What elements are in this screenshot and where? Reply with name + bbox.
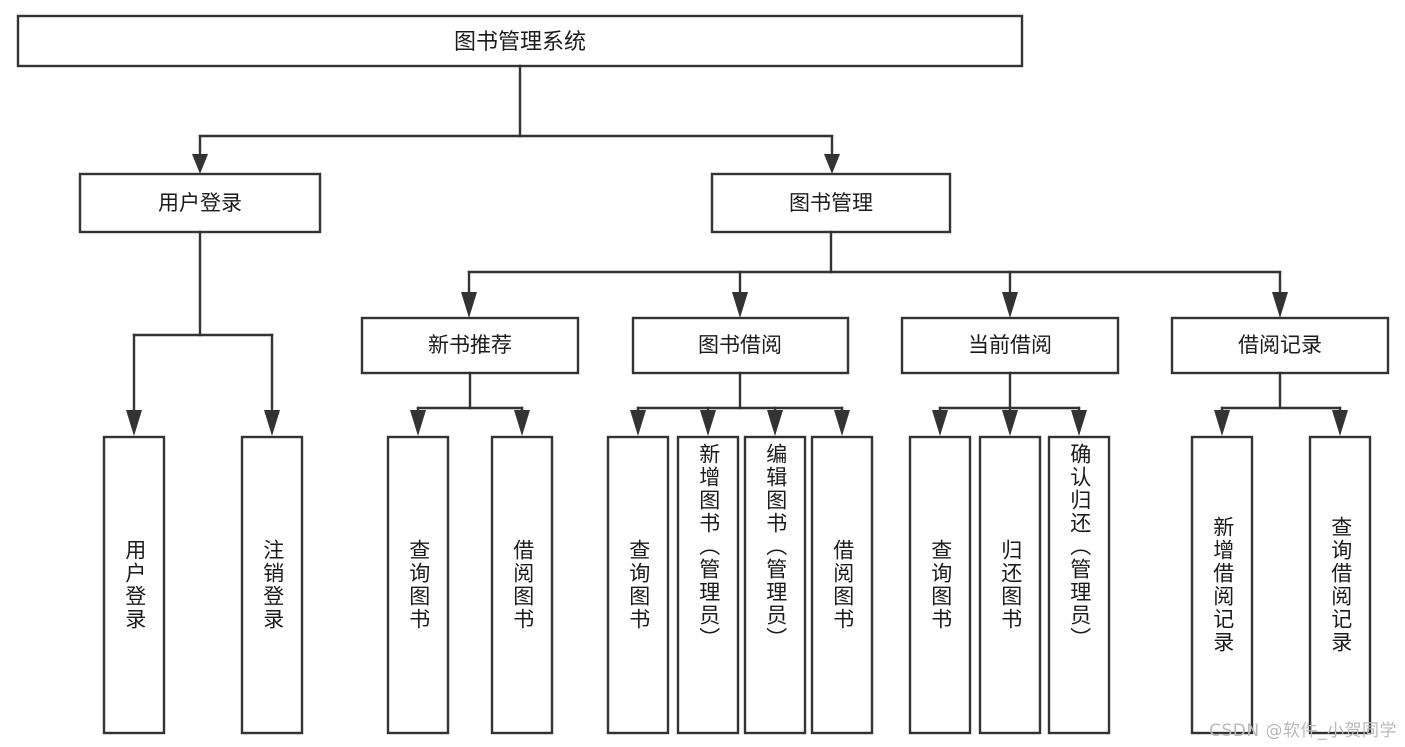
- arrow-head-nb-leaf-2: [514, 410, 530, 436]
- node-book-borrow-label: 图书借阅: [698, 333, 782, 357]
- watermark: CSDN @软件_小贺同学: [1209, 721, 1397, 741]
- connector-user-login-to-leaves: [126, 230, 280, 436]
- leaf-box-cb-confirm-return[interactable]: [1047, 435, 1111, 735]
- connector-current-borrow-to-leaves: [932, 371, 1087, 436]
- node-new-book-recommend-box[interactable]: [360, 316, 580, 375]
- node-user-login[interactable]: 用户登录: [78, 172, 322, 234]
- leaf-box-br-add-record[interactable]: [1190, 435, 1254, 735]
- arrow-head-book-borrow: [732, 292, 748, 318]
- arrow-head-cb-leaf-3: [1071, 410, 1087, 436]
- leaf-box-bb-query-book[interactable]: [606, 435, 670, 735]
- arrow-head-leaf-logout: [264, 410, 280, 436]
- leaf-box-cb-query-book[interactable]: [908, 435, 972, 735]
- leaf-box-user-login[interactable]: [102, 435, 166, 735]
- connector-book-manage-to-level3: [461, 230, 1288, 318]
- node-book-borrow[interactable]: 图书借阅: [631, 316, 850, 375]
- node-user-login-label: 用户登录: [158, 191, 242, 215]
- node-borrow-record[interactable]: 借阅记录: [1170, 316, 1390, 375]
- arrow-head-br-leaf-2: [1332, 410, 1348, 436]
- leaf-box-bb-edit-book[interactable]: [743, 435, 807, 735]
- arrow-head-book-manage: [824, 154, 840, 174]
- connector-root-to-level2: [192, 64, 840, 174]
- arrow-head-current-borrow: [1002, 292, 1018, 318]
- leaf-box-br-query-record[interactable]: [1308, 435, 1372, 735]
- node-book-manage-box[interactable]: [710, 172, 952, 234]
- leaf-box-bb-add-book[interactable]: [676, 435, 740, 735]
- arrow-head-user-login: [192, 154, 208, 174]
- node-book-borrow-box[interactable]: [631, 316, 850, 375]
- arrow-head-new-book: [461, 292, 477, 318]
- leaf-box-nb-query-book[interactable]: [386, 435, 450, 735]
- arrow-head-borrow-record: [1272, 292, 1288, 318]
- leaf-box-nb-borrow-book[interactable]: [490, 435, 554, 735]
- node-root-label: 图书管理系统: [454, 30, 586, 55]
- connector-book-borrow-to-leaves: [630, 371, 850, 436]
- arrow-head-bb-leaf-3: [767, 410, 783, 436]
- node-root-box[interactable]: [16, 14, 1024, 68]
- arrow-head-leaf-user-login: [126, 410, 142, 436]
- node-borrow-record-label: 借阅记录: [1238, 333, 1322, 357]
- connector-borrow-record-to-leaves: [1214, 371, 1348, 436]
- node-current-borrow-label: 当前借阅: [968, 333, 1052, 357]
- arrow-head-cb-leaf-2: [1002, 410, 1018, 436]
- node-borrow-record-box[interactable]: [1170, 316, 1390, 375]
- arrow-head-br-leaf-1: [1214, 410, 1230, 436]
- arrow-head-cb-leaf-1: [932, 410, 948, 436]
- node-new-book-recommend-label: 新书推荐: [428, 333, 512, 357]
- node-book-manage-label: 图书管理: [789, 191, 873, 215]
- node-root[interactable]: 图书管理系统: [16, 14, 1024, 68]
- arrow-head-bb-leaf-2: [700, 410, 716, 436]
- arrow-head-bb-leaf-1: [630, 410, 646, 436]
- arrow-head-nb-leaf-1: [410, 410, 426, 436]
- connector-new-book-to-leaves: [410, 371, 530, 436]
- leaf-box-logout[interactable]: [240, 435, 304, 735]
- arrow-head-bb-leaf-4: [834, 410, 850, 436]
- node-book-manage[interactable]: 图书管理: [710, 172, 952, 234]
- leaf-box-cb-return-book[interactable]: [978, 435, 1042, 735]
- leaf-box-bb-borrow-book[interactable]: [810, 435, 874, 735]
- node-current-borrow[interactable]: 当前借阅: [900, 316, 1120, 375]
- node-current-borrow-box[interactable]: [900, 316, 1120, 375]
- node-new-book-recommend[interactable]: 新书推荐: [360, 316, 580, 375]
